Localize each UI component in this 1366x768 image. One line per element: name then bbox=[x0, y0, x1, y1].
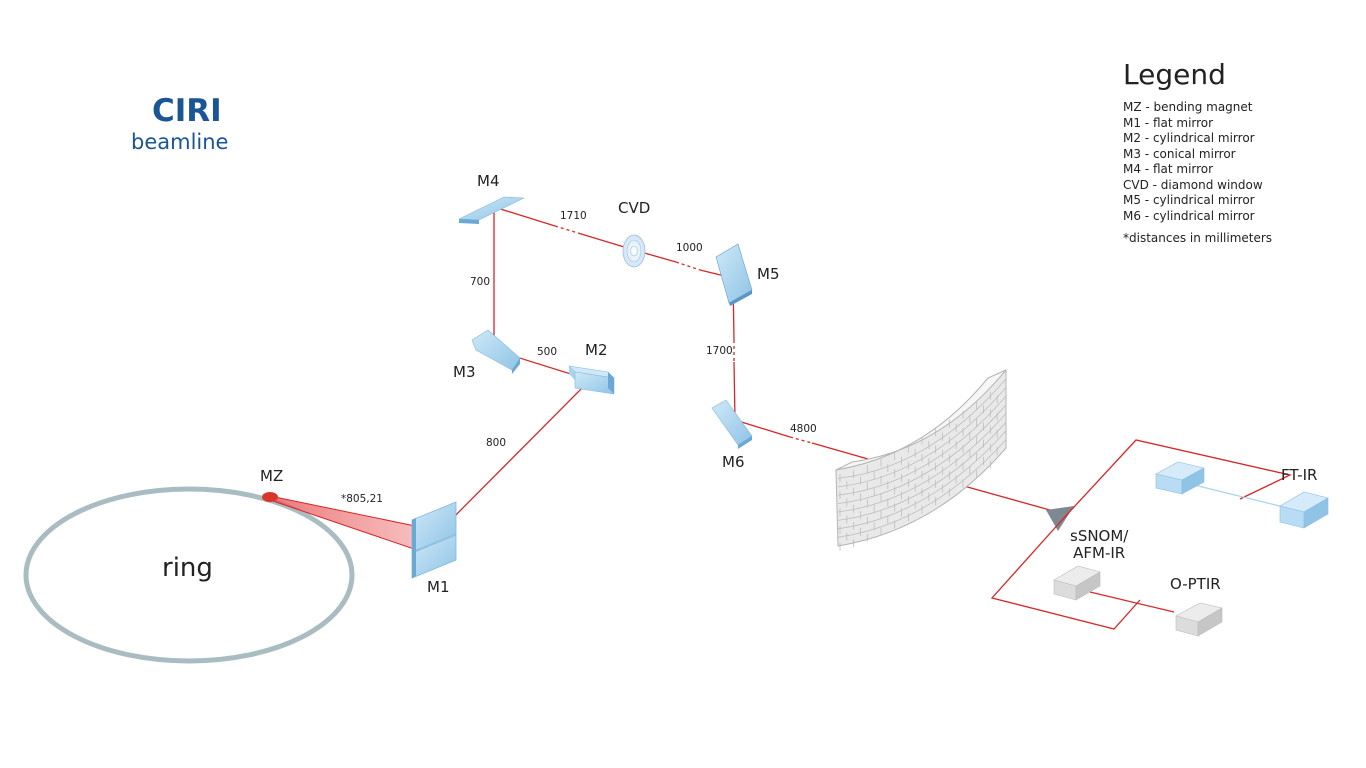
ssnom-label: sSNOM/ AFM-IR bbox=[1070, 527, 1129, 562]
diagram-title: CIRI bbox=[152, 93, 222, 129]
legend-item: M1 - flat mirror bbox=[1123, 115, 1214, 130]
ring-label: ring bbox=[162, 553, 213, 583]
legend-item: CVD - diamond window bbox=[1123, 177, 1263, 192]
distance-m1-m2: 800 bbox=[486, 437, 507, 449]
distance-m6-wall: 4800 bbox=[790, 423, 817, 435]
storage-ring bbox=[23, 486, 355, 664]
beam-m6-wall-b bbox=[811, 442, 869, 460]
beam-breaks bbox=[554, 225, 813, 444]
m1-label: M1 bbox=[427, 578, 450, 596]
beam-distributor bbox=[1046, 506, 1074, 531]
break-m4-cvd bbox=[554, 225, 579, 234]
distance-cvd-m5: 1000 bbox=[676, 242, 703, 254]
mirror-m1 bbox=[411, 501, 457, 579]
brick-course bbox=[837, 378, 1007, 479]
legend-item: M6 - cylindrical mirror bbox=[1123, 208, 1255, 223]
bending-magnet-mz bbox=[262, 492, 278, 502]
beam-m5-down-b bbox=[733, 361, 736, 421]
shielding-wall bbox=[835, 369, 1007, 551]
m5-label: M5 bbox=[757, 265, 780, 283]
cvd-window bbox=[622, 234, 646, 268]
brick-course bbox=[837, 430, 1007, 530]
mirror-m5 bbox=[715, 243, 753, 306]
endstation-lines bbox=[990, 439, 1292, 630]
ssnom-unit bbox=[1053, 565, 1101, 601]
mirror-m3 bbox=[471, 329, 521, 374]
diagram-subtitle: beamline bbox=[131, 130, 229, 154]
distance-m5-m6: 1700 bbox=[706, 345, 733, 357]
mirror-m4 bbox=[458, 196, 525, 224]
distance-m3-m4: 700 bbox=[470, 276, 491, 288]
ftir-unit-a bbox=[1155, 461, 1205, 495]
optir-unit bbox=[1175, 602, 1223, 637]
m2-label: M2 bbox=[585, 341, 608, 359]
beam-m6-wall-a bbox=[734, 419, 791, 438]
m6-label: M6 bbox=[722, 453, 745, 471]
ftir-link bbox=[1185, 482, 1289, 509]
distance-m4-cvd: 1710 bbox=[560, 210, 587, 222]
brick-course bbox=[837, 395, 1007, 496]
break-cvd-m5 bbox=[675, 261, 701, 271]
beam-m1-m2 bbox=[435, 379, 591, 536]
brick-course bbox=[837, 413, 1007, 513]
m3-label: M3 bbox=[453, 363, 476, 381]
legend-item: MZ - bending magnet bbox=[1123, 100, 1253, 114]
radiation-fan bbox=[270, 496, 420, 551]
ftir-unit-b bbox=[1279, 491, 1329, 529]
mz-label: MZ bbox=[260, 467, 284, 485]
distance-mz-m1: *805,21 bbox=[341, 493, 383, 505]
legend-list: MZ - bending magnet M1 - flat mirror M2 … bbox=[1123, 100, 1263, 224]
ftir-label: FT-IR bbox=[1281, 466, 1318, 484]
mirror-m6 bbox=[711, 399, 753, 449]
legend-item: M5 - cylindrical mirror bbox=[1123, 193, 1255, 207]
fan-edge-top bbox=[269, 495, 421, 528]
mirror-m2 bbox=[568, 365, 615, 395]
beam-m4-cvd bbox=[493, 206, 556, 227]
legend-note: *distances in millimeters bbox=[1123, 231, 1273, 245]
cvd-label: CVD bbox=[618, 199, 651, 217]
legend-item: M4 - flat mirror bbox=[1123, 162, 1214, 176]
optir-label: O-PTIR bbox=[1170, 575, 1221, 593]
legend-title: Legend bbox=[1123, 58, 1226, 91]
legend-item: M2 - cylindrical mirror bbox=[1123, 131, 1255, 145]
break-m6-wall bbox=[789, 436, 813, 444]
fan-edge-bottom bbox=[269, 499, 421, 552]
legend-item: M3 - conical mirror bbox=[1123, 146, 1236, 161]
m4-label: M4 bbox=[477, 172, 500, 190]
distance-m2-m3: 500 bbox=[537, 346, 558, 358]
